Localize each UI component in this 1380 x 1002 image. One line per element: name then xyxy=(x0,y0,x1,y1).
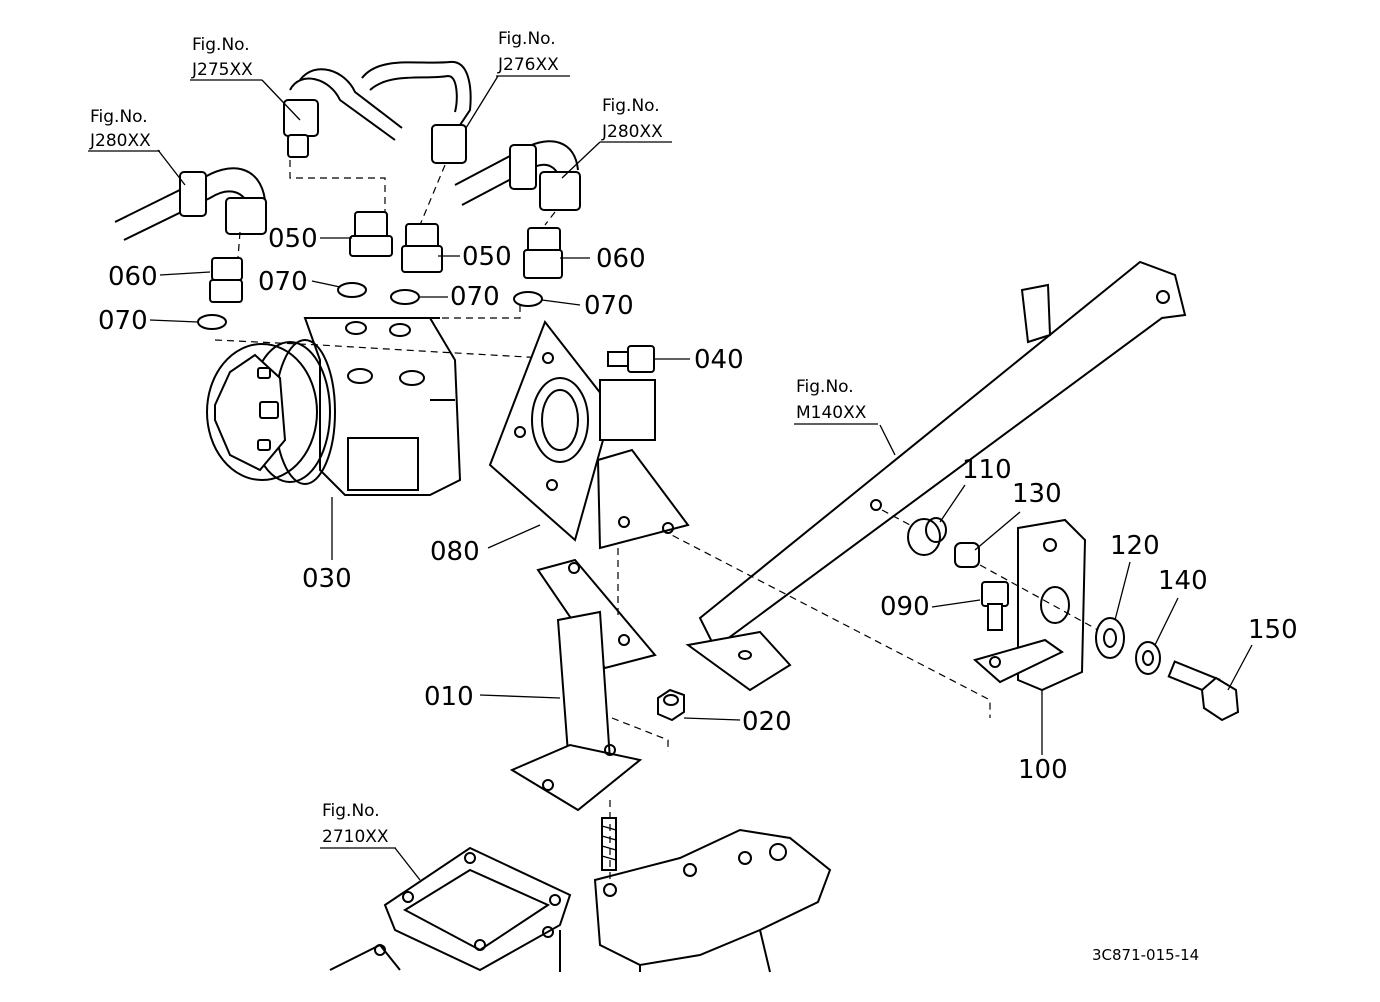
callout-070-d: 070 xyxy=(98,306,148,336)
callout-100: 100 xyxy=(1018,755,1068,785)
fig-ref-j275-code: J275XX xyxy=(191,60,253,80)
callout-150: 150 xyxy=(1248,615,1298,645)
o-ring-070-b xyxy=(390,289,420,305)
callout-080: 080 xyxy=(430,537,480,567)
fig-ref-j276-code: J276XX xyxy=(497,55,559,75)
callout-070-c: 070 xyxy=(584,291,634,321)
callout-120: 120 xyxy=(1110,531,1160,561)
transmission-case-2710 xyxy=(329,828,832,973)
fitting-060-left xyxy=(209,257,243,303)
callout-020: 020 xyxy=(742,707,792,737)
o-ring-070-d xyxy=(197,314,227,330)
pedal-rod-m140 xyxy=(685,260,1187,692)
callout-140: 140 xyxy=(1158,566,1208,596)
fig-ref-m140-heading: Fig.No. xyxy=(796,377,854,397)
bushing-110 xyxy=(907,517,947,556)
stand-010 xyxy=(509,558,657,812)
washer-140 xyxy=(1135,641,1161,675)
spacer-130 xyxy=(954,542,980,568)
stud xyxy=(601,817,617,871)
fig-ref-j280-right-heading: Fig.No. xyxy=(602,96,660,116)
o-ring-070-a xyxy=(337,282,367,298)
hose-j275 xyxy=(283,68,403,158)
bracket-080 xyxy=(488,319,690,550)
callout-010: 010 xyxy=(424,682,474,712)
callout-110: 110 xyxy=(962,455,1012,485)
callout-130: 130 xyxy=(1012,479,1062,509)
hose-j280-left xyxy=(114,167,267,241)
bolt-090 xyxy=(981,581,1009,631)
fig-ref-m140-code: M140XX xyxy=(796,403,867,423)
callout-070-a: 070 xyxy=(258,267,308,297)
washer-120 xyxy=(1095,617,1125,659)
callout-030: 030 xyxy=(302,564,352,594)
hose-j276 xyxy=(361,60,472,164)
nut-020 xyxy=(657,688,685,722)
fig-ref-2710-code: 2710XX xyxy=(322,827,389,847)
fitting-050-b xyxy=(401,223,443,273)
callout-070-b: 070 xyxy=(450,282,500,312)
bracket-100 xyxy=(972,518,1087,692)
callout-050-right: 050 xyxy=(462,242,512,272)
fig-ref-j280-left-heading: Fig.No. xyxy=(90,107,148,127)
callout-060-right: 060 xyxy=(596,244,646,274)
drawing-code: 3C871-015-14 xyxy=(1092,946,1199,964)
fig-ref-j280-left-code: J280XX xyxy=(89,131,151,151)
o-ring-070-c xyxy=(513,291,543,307)
bolt-040 xyxy=(607,345,655,373)
fitting-050-a xyxy=(349,211,393,257)
hose-j280-right xyxy=(454,140,581,211)
fig-ref-j280-right-code: J280XX xyxy=(601,122,663,142)
fig-ref-j276-heading: Fig.No. xyxy=(498,29,556,49)
callout-060-left: 060 xyxy=(108,262,158,292)
fitting-060-right xyxy=(523,227,563,279)
leader-lines xyxy=(149,75,1253,881)
steering-unit-030 xyxy=(206,317,462,496)
fig-ref-2710-heading: Fig.No. xyxy=(322,801,380,821)
fig-ref-j275-heading: Fig.No. xyxy=(192,35,250,55)
callout-090: 090 xyxy=(880,592,930,622)
bolt-150 xyxy=(1167,660,1240,722)
callout-040: 040 xyxy=(694,345,744,375)
callout-050-left: 050 xyxy=(268,224,318,254)
